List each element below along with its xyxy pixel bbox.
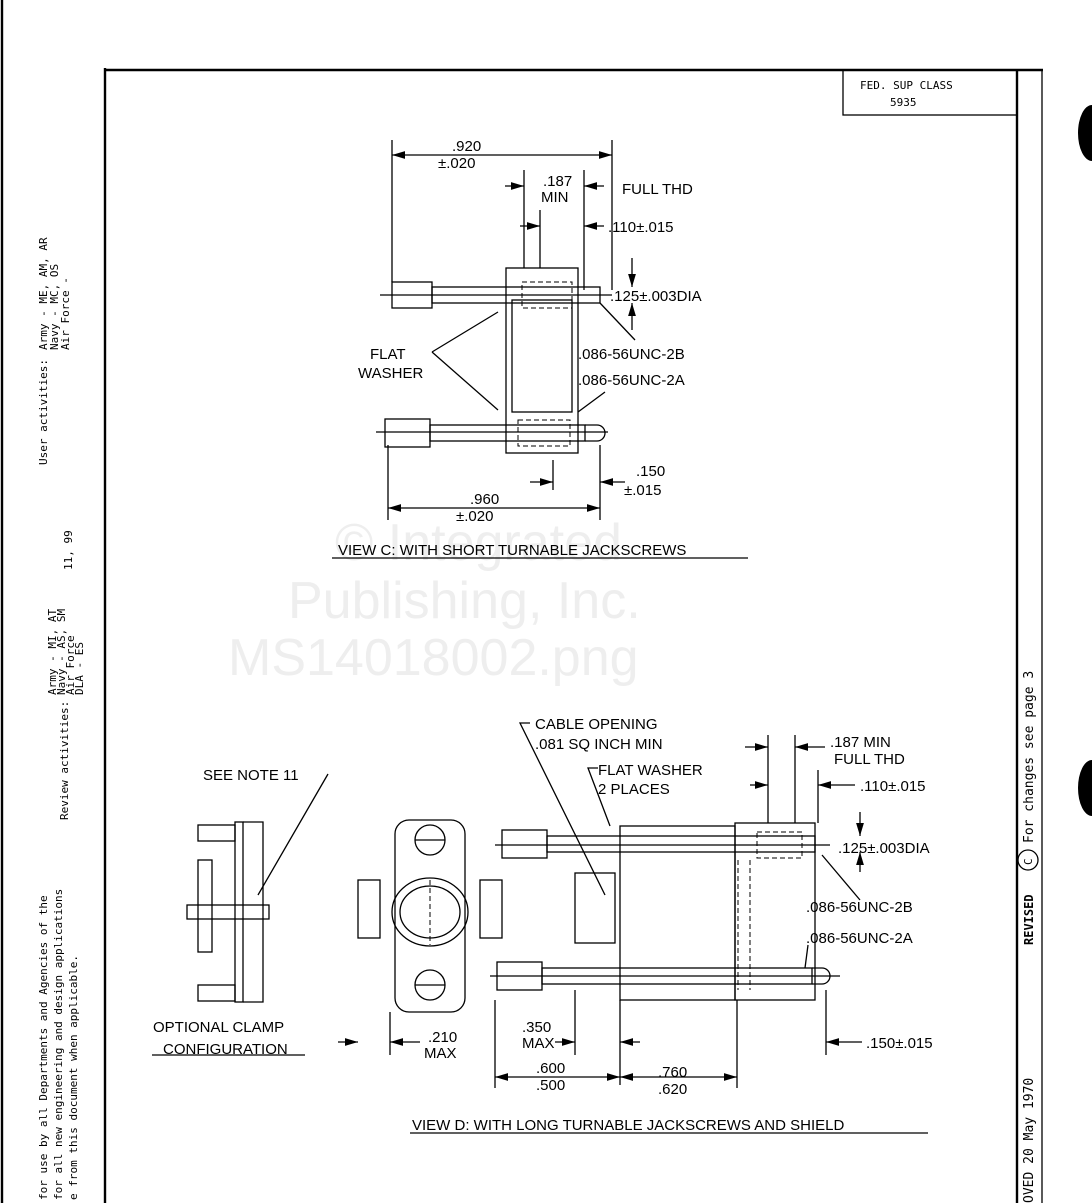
svg-text:.150±.015: .150±.015 <box>866 1035 933 1052</box>
svg-text:MS14018002.png: MS14018002.png <box>228 629 639 687</box>
svg-text:.500: .500 <box>536 1077 565 1094</box>
svg-text:.150: .150 <box>636 463 665 480</box>
svg-text:e from this document when appl: e from this document when applicable. <box>67 955 80 1200</box>
svg-text:Army - MI, AT: Army - MI, AT <box>46 609 59 695</box>
svg-text:Air Force: Air Force <box>64 635 77 695</box>
svg-text:.600: .600 <box>536 1060 565 1077</box>
svg-text:11, 99: 11, 99 <box>62 530 75 570</box>
svg-text:.187 MIN: .187 MIN <box>830 734 891 751</box>
fed-sup-class-label: FED. SUP CLASS <box>860 79 953 92</box>
svg-text:FULL THD: FULL THD <box>622 181 693 198</box>
svg-text:FLAT: FLAT <box>370 346 406 363</box>
view-d-labels: CABLE OPENING .081 SQ INCH MIN FLAT WASH… <box>153 716 933 1134</box>
revision-block: REVISED C For changes see page 3 OVED 20… <box>1017 671 1039 1203</box>
svg-text:.187: .187 <box>543 173 572 190</box>
svg-text:.350: .350 <box>522 1019 551 1036</box>
left-margin: for use by all Departments and Agencies … <box>37 237 86 1200</box>
svg-text:MIN: MIN <box>541 189 569 206</box>
svg-text:±.015: ±.015 <box>624 482 661 499</box>
svg-text:Navy - AS, SM: Navy - AS, SM <box>55 609 68 695</box>
svg-text:CONFIGURATION: CONFIGURATION <box>163 1041 288 1058</box>
svg-text:.920: .920 <box>452 138 481 155</box>
svg-text:For changes see page 3: For changes see page 3 <box>1022 671 1037 843</box>
svg-text:MAX: MAX <box>424 1045 457 1062</box>
svg-text:CABLE OPENING: CABLE OPENING <box>535 716 658 733</box>
svg-text:.110±.015: .110±.015 <box>608 219 674 236</box>
svg-text:User activities:: User activities: <box>37 359 50 465</box>
svg-text:±.020: ±.020 <box>456 508 493 525</box>
view-c-labels: .920 ±.020 .187 MIN FULL THD .110±.015 .… <box>338 138 702 559</box>
svg-text:FLAT WASHER: FLAT WASHER <box>598 762 703 779</box>
svg-text:DLA - ES: DLA - ES <box>73 642 86 695</box>
watermark: © Integrated Publishing, Inc. MS14018002… <box>228 514 641 687</box>
svg-text:OPTIONAL CLAMP: OPTIONAL CLAMP <box>153 1019 284 1036</box>
svg-text:.086-56UNC-2B: .086-56UNC-2B <box>806 899 913 916</box>
svg-text:C: C <box>1022 858 1035 865</box>
svg-text:2 PLACES: 2 PLACES <box>598 781 670 798</box>
svg-text:.086-56UNC-2B: .086-56UNC-2B <box>578 346 685 363</box>
fed-sup-class-value: 5935 <box>890 96 917 109</box>
svg-text:.760: .760 <box>658 1064 687 1081</box>
svg-text:WASHER: WASHER <box>358 365 423 382</box>
view-c-title: VIEW C: WITH SHORT TURNABLE JACKSCREWS <box>338 542 686 559</box>
view-d-title: VIEW D: WITH LONG TURNABLE JACKSCREWS AN… <box>412 1117 844 1134</box>
svg-text:Review activities:: Review activities: <box>58 701 71 820</box>
svg-text:OVED 20 May 1970: OVED 20 May 1970 <box>1022 1078 1037 1203</box>
svg-text:Publishing, Inc.: Publishing, Inc. <box>288 572 641 630</box>
svg-text:for use by all Departments and: for use by all Departments and Agencies … <box>37 895 50 1200</box>
view-c-drawing <box>332 140 748 559</box>
svg-text:.960: .960 <box>470 491 499 508</box>
svg-text:.110±.015: .110±.015 <box>860 778 926 795</box>
svg-text:.125±.003DIA: .125±.003DIA <box>610 288 702 305</box>
svg-text:.620: .620 <box>658 1081 687 1098</box>
svg-text:Air Force -: Air Force - <box>59 277 72 350</box>
svg-text:±.020: ±.020 <box>438 155 475 172</box>
svg-text:Navy - MC, OS: Navy - MC, OS <box>48 264 61 350</box>
svg-text:.081 SQ INCH MIN: .081 SQ INCH MIN <box>535 736 663 753</box>
svg-text:MAX: MAX <box>522 1035 555 1052</box>
svg-text:SEE NOTE 11: SEE NOTE 11 <box>203 767 299 784</box>
view-d-drawing <box>152 722 928 1134</box>
svg-text:.086-56UNC-2A: .086-56UNC-2A <box>806 930 913 947</box>
svg-text:for all new engineering and de: for all new engineering and design appli… <box>52 889 65 1200</box>
svg-text:Army - ME, AM, AR: Army - ME, AM, AR <box>37 237 50 350</box>
svg-text:© Integrated: © Integrated <box>335 514 622 572</box>
svg-text:FULL THD: FULL THD <box>834 751 905 768</box>
svg-text:REVISED: REVISED <box>1022 894 1036 945</box>
svg-text:.210: .210 <box>428 1029 457 1046</box>
svg-text:.125±.003DIA: .125±.003DIA <box>838 840 930 857</box>
svg-text:.086-56UNC-2A: .086-56UNC-2A <box>578 372 685 389</box>
